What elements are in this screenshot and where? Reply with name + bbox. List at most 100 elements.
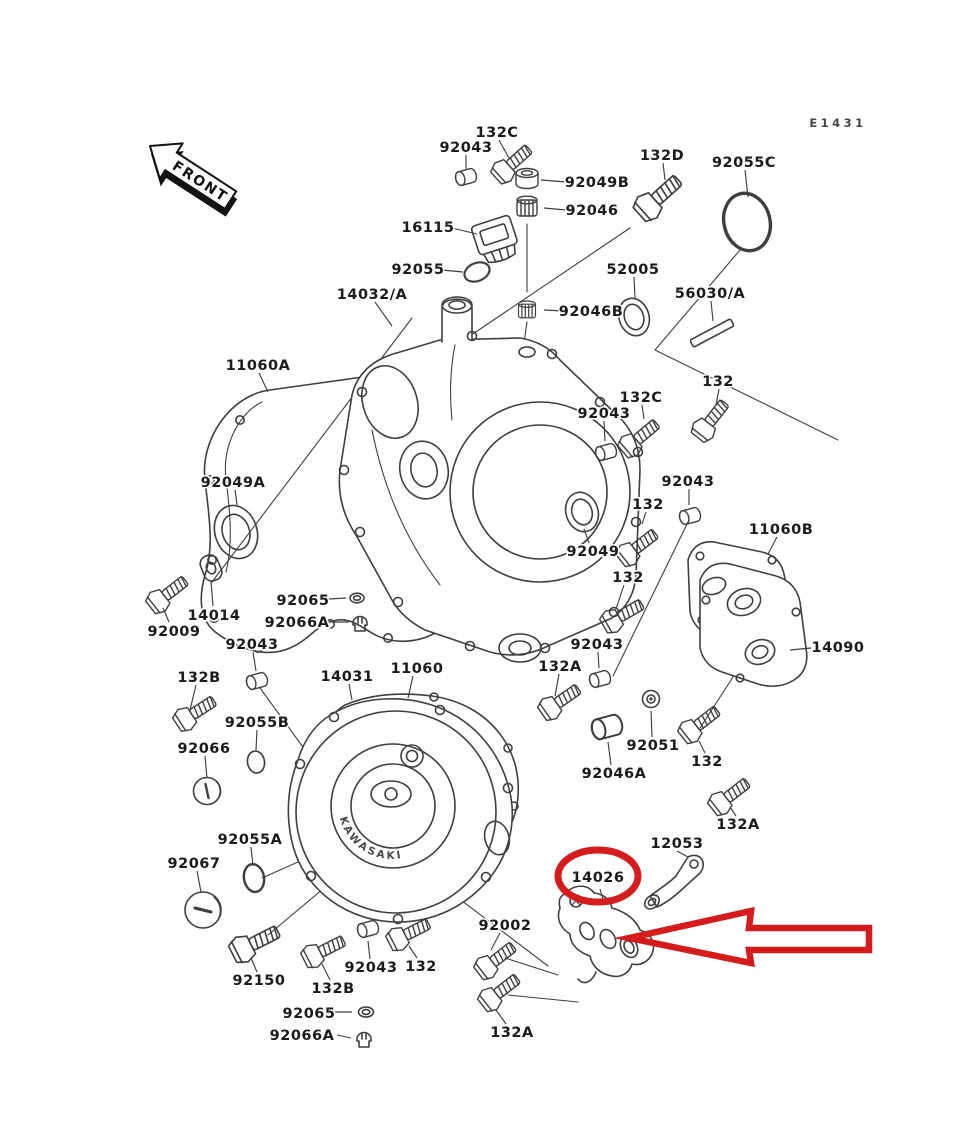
part-label-92049B: 92049B <box>565 175 630 191</box>
leader-line-92043 <box>603 420 606 442</box>
leader-line-92043 <box>597 651 600 669</box>
part-label-92046A: 92046A <box>582 766 647 782</box>
leader-line-92066 <box>204 755 208 779</box>
leader-line-92150 <box>250 957 258 973</box>
front-arrow: FRONT <box>149 142 238 217</box>
part-label-92051: 92051 <box>627 738 680 754</box>
highlight-circle-14026 <box>554 846 642 906</box>
collar-92043-bottom <box>355 918 381 940</box>
bolt-132-upper-right <box>687 394 735 446</box>
bushing-92046 <box>516 195 538 217</box>
part-label-14031: 14031 <box>321 669 374 685</box>
leader-line-11060A <box>258 372 269 393</box>
part-label-132: 132 <box>632 497 664 513</box>
part-label-92066A: 92066A <box>265 615 330 631</box>
leader-line-11060B <box>767 536 778 555</box>
leader-line-92065 <box>328 597 347 600</box>
collar-92043-top <box>453 166 479 188</box>
seal-92049A <box>213 504 259 560</box>
highlight-arrow <box>613 906 873 968</box>
part-label-12053: 12053 <box>651 836 704 852</box>
leader-line-132D <box>662 162 666 181</box>
diagram-code: E1431 <box>809 116 866 130</box>
leader-line-56030/A <box>710 300 714 322</box>
part-label-92009: 92009 <box>148 624 201 640</box>
part-label-92066A: 92066A <box>270 1028 335 1044</box>
leader-line-132 <box>408 945 418 959</box>
leader-line-132B <box>321 963 331 981</box>
leader-line-14032/A <box>374 301 393 327</box>
part-label-92065: 92065 <box>283 1006 336 1022</box>
part-label-92043: 92043 <box>345 960 398 976</box>
part-label-11060: 11060 <box>391 661 444 677</box>
part-label-11060A: 11060A <box>226 358 291 374</box>
bolt-132A-left <box>534 678 586 725</box>
part-label-92055B: 92055B <box>225 715 290 731</box>
part-label-11060B: 11060B <box>749 522 814 538</box>
leader-line-52005 <box>633 276 636 299</box>
oring-92065-top-inner <box>352 594 362 601</box>
leader-lines <box>162 139 812 1039</box>
leader-line-92055B <box>255 729 258 751</box>
part-label-92049A: 92049A <box>201 475 266 491</box>
leader-line-11060 <box>407 675 414 699</box>
leader-line-14026 <box>599 888 604 900</box>
leader-line-92046B <box>543 309 565 312</box>
part-label-132C: 132C <box>620 390 663 406</box>
bolt-132D <box>629 168 689 226</box>
part-label-92066: 92066 <box>178 741 231 757</box>
leader-line-92066A <box>336 1034 352 1039</box>
bolt-132A-right <box>704 772 756 820</box>
plug-92066A-bottom <box>356 1031 372 1048</box>
leader-line-92009 <box>162 607 170 623</box>
part-label-92150: 92150 <box>233 973 286 989</box>
part-label-132: 132 <box>405 959 437 975</box>
oring-92055 <box>463 261 491 283</box>
bolt-132B-left <box>169 689 222 736</box>
seals-orings <box>199 191 773 1018</box>
part-label-132C: 132C <box>476 125 519 141</box>
part-label-92043: 92043 <box>226 637 279 653</box>
strip-56030A <box>689 318 735 348</box>
part-label-132: 132 <box>612 570 644 586</box>
part-label-16115: 16115 <box>402 220 455 236</box>
leader-line-132 <box>641 511 647 525</box>
leader-line-132C <box>641 404 645 420</box>
leader-line-92055 <box>441 269 464 273</box>
part-label-132D: 132D <box>640 148 684 164</box>
part-label-92043: 92043 <box>571 637 624 653</box>
part-label-132: 132 <box>691 754 723 770</box>
part-label-92055: 92055 <box>392 262 445 278</box>
part-label-132A: 132A <box>716 817 760 833</box>
leader-line-92067 <box>196 870 202 893</box>
washer-14014 <box>199 554 223 582</box>
bolt-132A-bottom <box>474 968 526 1016</box>
part-label-92065: 92065 <box>277 593 330 609</box>
part-label-132A: 132A <box>490 1025 534 1041</box>
bolt-92150 <box>225 918 285 968</box>
bushing-92046B <box>517 300 537 319</box>
leader-line-16115 <box>451 227 478 235</box>
leader-line-92043 <box>367 940 371 960</box>
part-label-52005: 52005 <box>607 262 660 278</box>
part-label-14090: 14090 <box>812 640 865 656</box>
oring-92055B <box>246 750 266 774</box>
leader-line-14031 <box>348 683 353 701</box>
leader-line-92055A <box>250 846 254 867</box>
leader-line-12053 <box>676 850 689 858</box>
leader-line-92049B <box>540 179 567 183</box>
bolt-132B-bottom <box>298 929 350 972</box>
bolt-132-right <box>674 700 726 748</box>
part-label-132B: 132B <box>311 981 354 997</box>
seal-92049 <box>564 491 600 533</box>
part-cover-14090 <box>699 562 808 688</box>
bolt-132C-top <box>487 138 538 188</box>
part-label-92055A: 92055A <box>218 832 283 848</box>
caps-plugs <box>184 214 518 1048</box>
leader-line-132A <box>729 806 737 817</box>
part-label-132B: 132B <box>177 670 220 686</box>
tube-92049B <box>515 167 539 190</box>
part-lever-12053 <box>643 854 704 910</box>
